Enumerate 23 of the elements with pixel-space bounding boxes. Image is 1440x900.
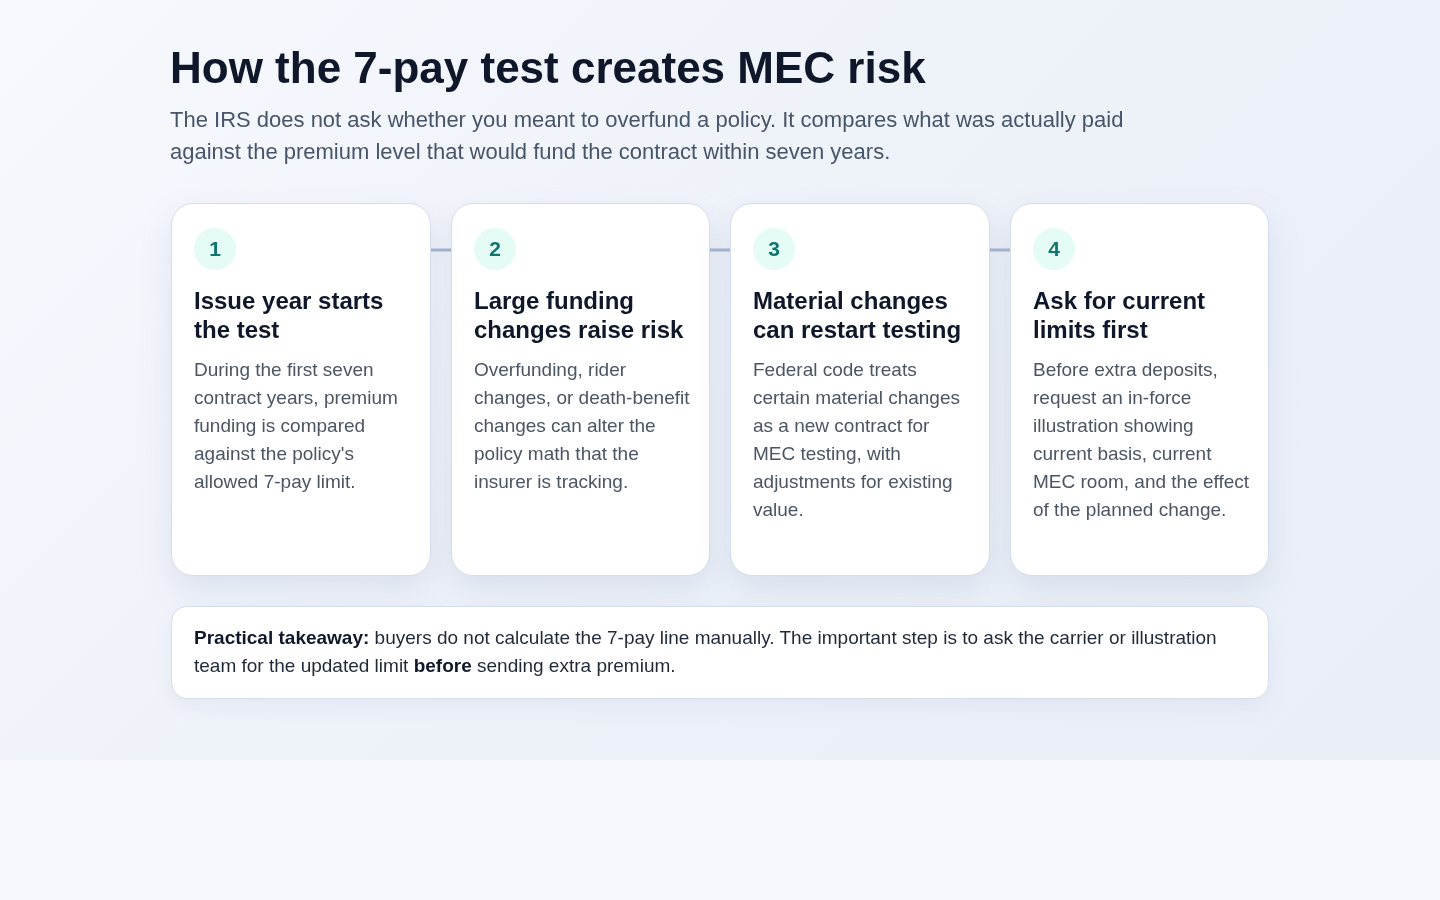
- takeaway-text: Practical takeaway: buyers do not calculate the 7-pay line manually. The important step is to ask the carrier or illustration team for the updated limit before sending extra premium.: [194, 626, 1218, 678]
- step-number: 1: [194, 228, 236, 270]
- step-card: [451, 203, 710, 576]
- step-heading: Issue year starts the test: [194, 286, 385, 344]
- step-number: 3: [753, 228, 795, 270]
- step-heading: Large funding changes raise risk: [474, 286, 685, 344]
- step-description: Overfunding, rider changes, or death-benefit changes can alter the policy math that the insurer is tracking.: [474, 358, 691, 494]
- step-description: Federal code treats certain material changes as a new contract for MEC testing, with adjustments for existing value.: [753, 358, 961, 522]
- page-title: How the 7-pay test creates MEC risk: [170, 42, 926, 94]
- connector-line: [990, 248, 1010, 252]
- page-subtitle: The IRS does not ask whether you meant to overfund a policy. It compares what was actually paid against the premium level that would fund the contract within seven years.: [170, 106, 1125, 166]
- connector-line: [431, 248, 451, 252]
- step-card: [730, 203, 990, 576]
- step-number: 4: [1033, 228, 1075, 270]
- connector-line: [710, 248, 730, 252]
- step-heading: Material changes can restart testing: [753, 286, 963, 344]
- step-heading: Ask for current limits first: [1033, 286, 1207, 344]
- step-card: [171, 203, 431, 576]
- step-card: [1010, 203, 1269, 576]
- step-description: During the first seven contract years, premium funding is compared against the policy's allowed 7-pay limit.: [194, 358, 399, 494]
- takeaway-panel: [171, 606, 1269, 699]
- step-description: Before extra deposits, request an in-force illustration showing current basis, current MEC room, and the effect of the planned change.: [1033, 358, 1250, 522]
- step-number: 2: [474, 228, 516, 270]
